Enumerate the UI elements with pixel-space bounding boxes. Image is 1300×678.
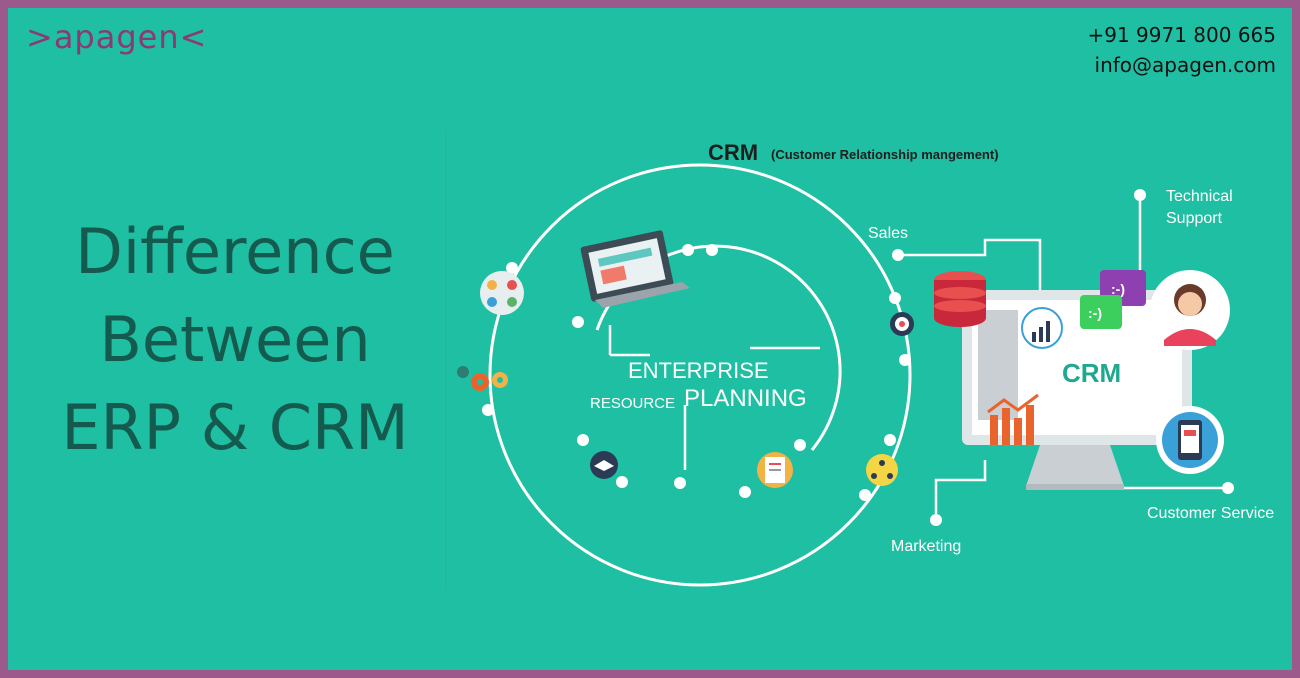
- contact-block: +91 9971 800 665 info@apagen.com: [1087, 20, 1276, 80]
- phone-number[interactable]: +91 9971 800 665: [1087, 23, 1276, 47]
- monitor-crm-label: CRM: [1062, 358, 1121, 388]
- database-icon: [934, 271, 986, 327]
- branch-label-technical: Technical: [1166, 188, 1233, 205]
- document-icon: [757, 452, 793, 488]
- crm-monitor: [962, 290, 1192, 490]
- branch-label-customer-service: Customer Service: [1147, 505, 1274, 522]
- mobile-phone-icon: [1156, 406, 1224, 474]
- team-meeting-icon: [480, 271, 524, 315]
- erp-label-resource: RESOURCE: [590, 395, 675, 412]
- crm-title: CRM: [708, 140, 758, 165]
- growth-chart-icon: [987, 393, 1039, 445]
- branch-label-sales: Sales: [868, 225, 908, 242]
- crm-subtitle: (Customer Relationship mangement): [771, 147, 999, 162]
- email-address[interactable]: info@apagen.com: [1094, 53, 1276, 77]
- gears-icon: [457, 366, 508, 391]
- handshake-icon: [590, 451, 618, 479]
- apagen-logo[interactable]: >apagen<: [26, 18, 208, 56]
- erp-connection-lines: [608, 325, 820, 470]
- target-icon: [890, 312, 914, 336]
- headline-line-2: Between: [99, 303, 371, 376]
- ring-connectors: [482, 244, 911, 501]
- erp-label-enterprise: ENTERPRISE: [628, 358, 769, 383]
- headline-line-1: Difference: [75, 215, 395, 288]
- branch-label-support: Support: [1166, 210, 1223, 227]
- outer-cycle-ring: [488, 163, 912, 587]
- analytics-icon: [1021, 307, 1063, 349]
- chat-bubble-2-text: :-): [1088, 305, 1102, 321]
- chat-bubble-1-text: :-): [1111, 281, 1125, 297]
- erp-label-planning: PLANNING: [684, 385, 807, 412]
- headline: Difference Between ERP & CRM: [30, 208, 440, 472]
- branch-endpoints: [892, 189, 1234, 526]
- headline-line-3: ERP & CRM: [61, 391, 409, 464]
- branch-label-marketing: Marketing: [891, 538, 961, 555]
- chat-bubble-green-icon: [1080, 295, 1122, 329]
- support-agent-avatar-icon: [1150, 270, 1230, 350]
- network-icon: [866, 454, 898, 486]
- laptop-icon: [580, 230, 690, 308]
